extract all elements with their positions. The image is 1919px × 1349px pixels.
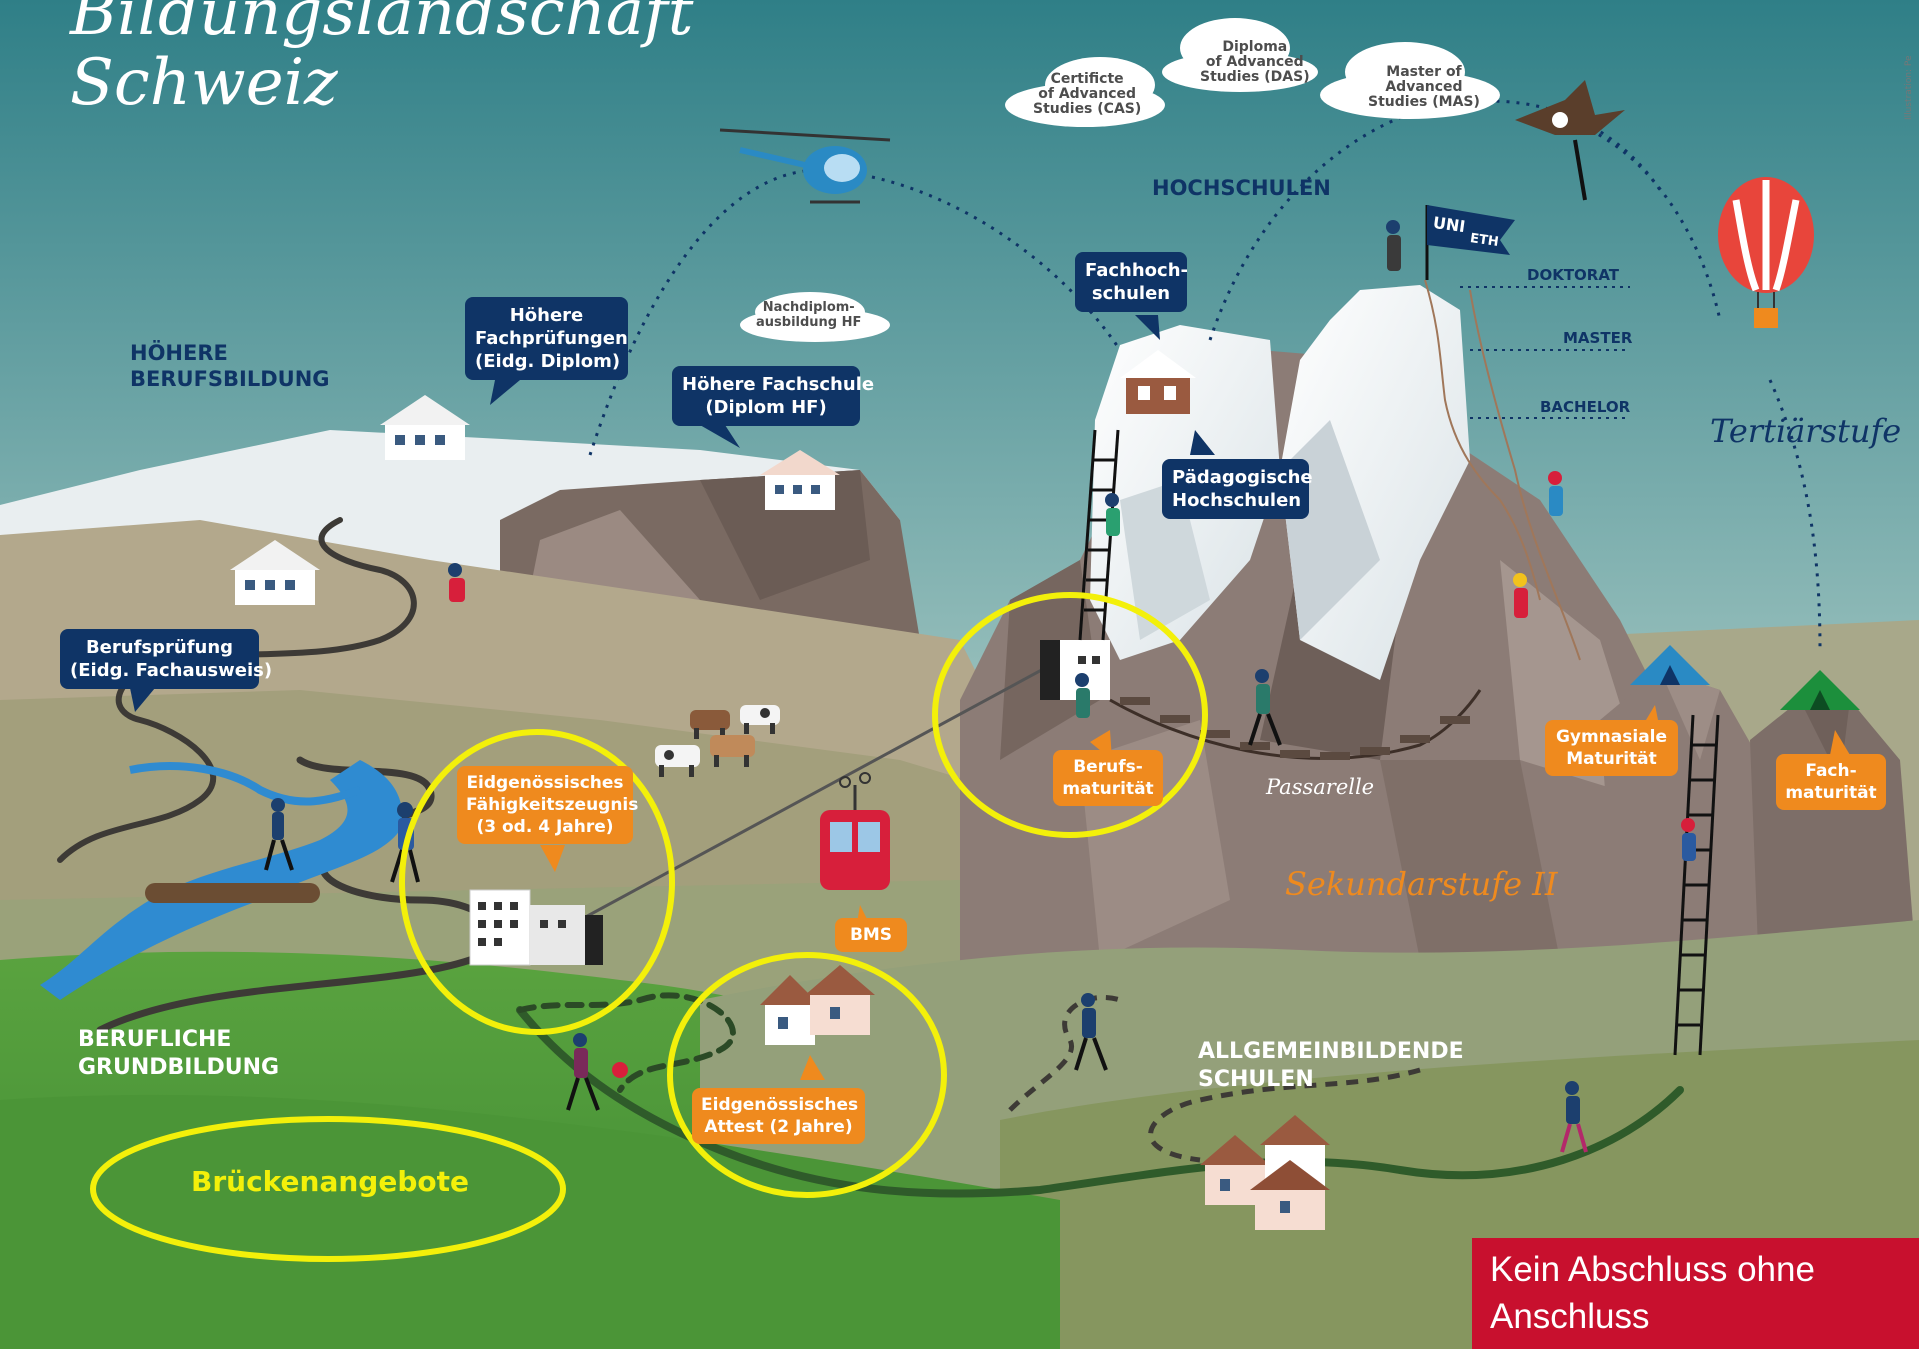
hiker-icon (1074, 993, 1108, 1071)
log-bridge (145, 883, 320, 903)
climber-icon (1548, 471, 1563, 516)
label-brueckenangebote: Brückenangebote (191, 1165, 469, 1198)
climber-icon (1681, 818, 1696, 861)
climber-icon (448, 563, 465, 602)
box-bms: BMS (835, 918, 907, 952)
cable-car-icon (820, 772, 890, 890)
hiker-icon (1560, 1081, 1588, 1153)
path-main (516, 1006, 1684, 1198)
cow-icon (740, 705, 780, 734)
box-berufsmaturitaet: Berufs- maturität (1053, 750, 1163, 806)
hiker-icon (264, 798, 294, 871)
cable-line (579, 658, 1061, 922)
cable-station-icon (1040, 640, 1110, 700)
highlight-efz (399, 729, 675, 1035)
box-hoehere-fachpruefungen: Höhere Fachprüfungen (Eidg. Diplom) (465, 297, 628, 380)
stage-sekundar: Sekundarstufe II (1285, 865, 1558, 903)
village-schools-icon (1200, 1115, 1330, 1230)
house-icon (1120, 350, 1196, 414)
tent-icon (1630, 645, 1710, 685)
level-bachelor: BACHELOR (1540, 398, 1631, 416)
passarelle-bridge (1109, 689, 1482, 760)
box-efz: Eidgenössisches Fähigkeitszeugnis (3 od.… (457, 766, 638, 844)
house-icon (380, 395, 470, 460)
box-fachhochschulen: Fachhoch- schulen (1075, 252, 1188, 312)
ladder-icon (1673, 714, 1720, 1056)
box-berufspruefung: Berufsprüfung (Eidg. Fachausweis) (60, 629, 272, 689)
level-doktorat: DOKTORAT (1527, 266, 1620, 284)
hot-air-balloon-icon (1718, 177, 1814, 328)
cloud-cas: Certificte of Advanced Studies (CAS) (1033, 71, 1142, 117)
page-title: Bildungslandschaft Schweiz (70, 0, 694, 120)
box-paedagogische-hochschulen: Pädagogische Hochschulen (1162, 459, 1313, 519)
hiker-icon (566, 1033, 628, 1111)
slogan-box: Kein Abschluss ohne Anschluss (1472, 1238, 1919, 1349)
highlight-berufsmaturitaet (932, 592, 1208, 838)
climbing-rope (1424, 279, 1541, 601)
box-eidg-attest: Eidgenössisches Attest (2 Jahre) (692, 1088, 865, 1144)
box-fachmaturitaet: Fach- maturität (1776, 754, 1886, 810)
section-allgemeinbildende-schulen: ALLGEMEINBILDENDE SCHULEN (1198, 1039, 1464, 1092)
cow-icon (710, 735, 755, 767)
tent-icon (1780, 670, 1860, 710)
cloud-mas: Master of Advanced Studies (MAS) (1368, 64, 1480, 110)
climber-icon (1386, 220, 1401, 271)
cloud-das: Diploma of Advanced Studies (DAS) (1200, 39, 1310, 85)
illustration-credit: Illustration: Pe (1904, 55, 1914, 120)
hiker-icon (1075, 673, 1090, 718)
stage-tertiaer: Tertiärstufe (1710, 412, 1902, 450)
section-berufliche-grundbildung: BERUFLICHE GRUNDBILDUNG (78, 1027, 280, 1080)
school-building-icon (469, 889, 603, 966)
village-attest-icon (760, 965, 875, 1045)
climber-icon (1105, 493, 1120, 536)
cloud-nachdiplom: Nachdiplom- ausbildung HF (756, 300, 862, 330)
cow-icon (690, 710, 730, 739)
section-hochschulen: HOCHSCHULEN (1152, 176, 1331, 200)
label-passarelle: Passarelle (1266, 775, 1375, 799)
level-master: MASTER (1563, 329, 1633, 347)
helicopter-icon (719, 128, 891, 204)
highlight-brueckenangebote (90, 1116, 566, 1262)
river (40, 760, 402, 1000)
box-gymnasiale-maturitaet: Gymnasiale Maturität (1545, 720, 1678, 776)
climber-icon (1513, 573, 1528, 618)
flag-icon (1425, 205, 1515, 280)
house-icon (760, 450, 840, 510)
hiker-icon (1248, 669, 1282, 746)
house-icon (230, 540, 320, 605)
highlight-attest (667, 952, 947, 1198)
section-hoehere-berufsbildung: HÖHERE BERUFSBILDUNG (130, 341, 330, 391)
box-hoehere-fachschule: Höhere Fachschule (Diplom HF) (672, 366, 874, 426)
cow-icon (655, 745, 700, 777)
eagle-icon (1515, 80, 1625, 201)
cloud-shapes (740, 18, 1500, 342)
